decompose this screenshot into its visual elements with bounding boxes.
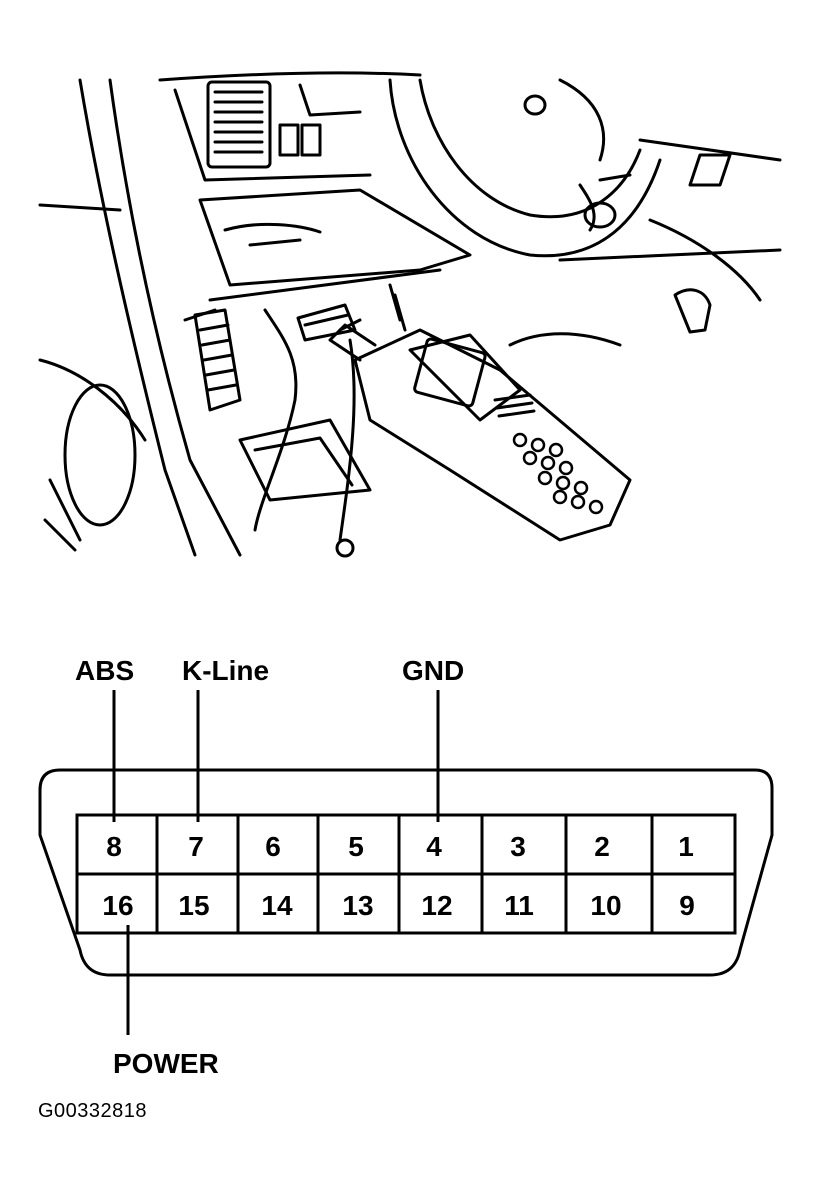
pin-14: 14 <box>261 890 293 921</box>
label-power: POWER <box>113 1048 219 1079</box>
top-row-pins: 8 7 6 5 4 3 2 1 <box>106 831 694 862</box>
pin-grid <box>75 813 737 935</box>
pin-11: 11 <box>504 890 534 921</box>
connector-shell <box>38 768 774 977</box>
cable-icon <box>253 308 622 558</box>
label-abs: ABS <box>75 655 134 686</box>
pin-3: 3 <box>510 831 526 862</box>
pin-4: 4 <box>426 831 442 862</box>
bottom-row-pins: 16 15 14 13 12 11 10 9 <box>102 890 694 921</box>
steering-wheel-icon <box>388 78 662 258</box>
pin-6: 6 <box>265 831 281 862</box>
pin-7: 7 <box>188 831 204 862</box>
label-kline: K-Line <box>182 655 269 686</box>
pin-2: 2 <box>594 831 610 862</box>
scan-tool-icon <box>328 318 632 542</box>
figure-reference-code: G00332818 <box>38 1100 148 1122</box>
a-pillar-icon <box>38 78 242 557</box>
pin-5: 5 <box>348 831 364 862</box>
label-gnd: GND <box>402 655 464 686</box>
pin-1: 1 <box>678 831 694 862</box>
pin-16: 16 <box>102 890 133 921</box>
dashboard-icon <box>158 71 782 334</box>
speaker-icon <box>43 383 137 552</box>
pin-15: 15 <box>178 890 209 921</box>
pin-8: 8 <box>106 831 122 862</box>
dashboard-scan-tool-illustration <box>38 71 782 558</box>
pin-12: 12 <box>421 890 452 921</box>
pin-13: 13 <box>342 890 373 921</box>
pin-9: 9 <box>679 890 695 921</box>
pedal-icon <box>193 283 407 502</box>
leader-lines <box>112 690 440 1035</box>
pin-10: 10 <box>590 890 621 921</box>
